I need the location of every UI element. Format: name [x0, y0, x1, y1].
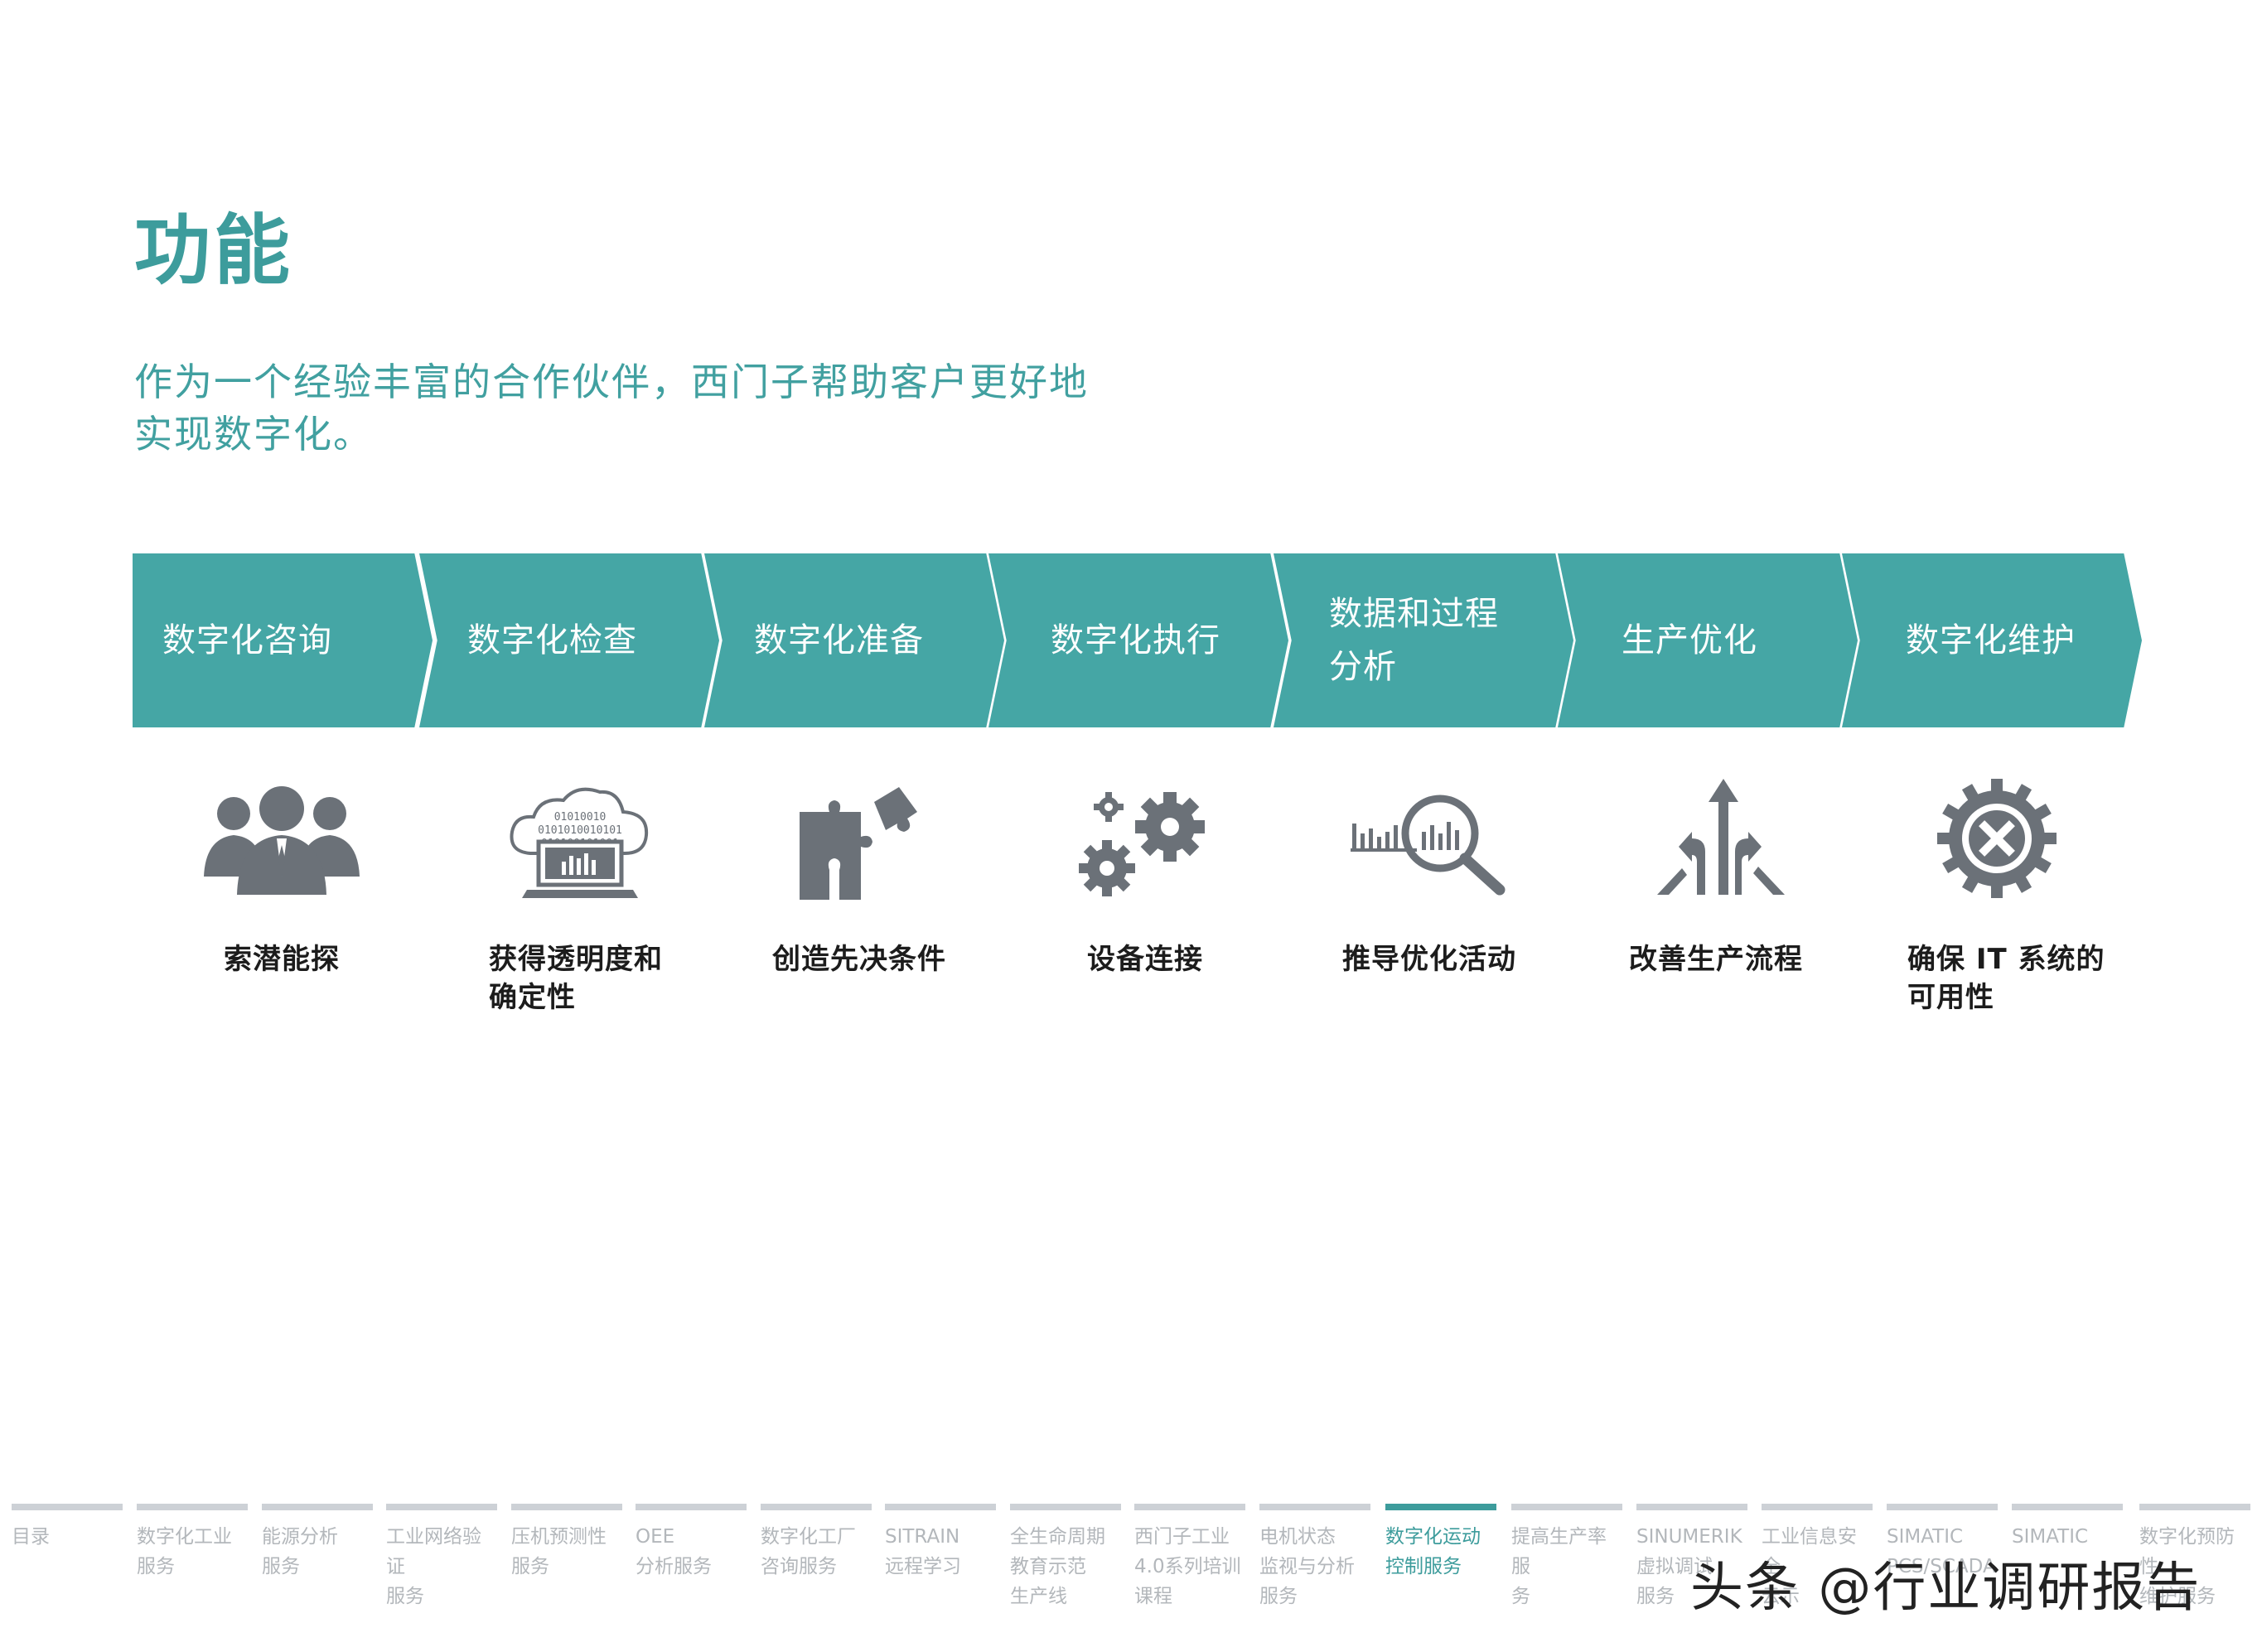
footer-nav-bar — [761, 1504, 872, 1510]
outcome-caption-line: 获得透明度和 — [489, 943, 663, 976]
subtitle-line: 实现数字化。 — [134, 412, 373, 456]
outcome-caption: 推导优化活动 — [1342, 943, 1516, 976]
process-step-label: 数字化检查 — [467, 621, 637, 659]
process-step-label-line: 数据和过程 — [1329, 595, 1499, 633]
footer-nav-label: 数字化预防性维护服务 — [2139, 1526, 2235, 1607]
arrows-up-icon — [1657, 779, 1785, 895]
outcome-caption: 设备连接 — [1087, 943, 1203, 976]
gears-icon — [1079, 792, 1205, 896]
page-title: 功能 — [134, 206, 294, 295]
footer-nav-bar — [137, 1504, 248, 1510]
footer-nav-item[interactable]: 压机预测性服务 — [511, 1504, 622, 1628]
footer-nav-bar — [511, 1504, 622, 1510]
process-step-analysis: 数据和过程 分析 — [1274, 553, 1573, 727]
subtitle-line: 作为一个经验丰富的合作伙伴，西门子帮助客户更好地 — [134, 360, 1089, 404]
footer-nav-label: SIMATIC — [2012, 1526, 2089, 1548]
svg-text:01010010: 01010010 — [554, 811, 607, 824]
footer-nav-bar — [1636, 1504, 1747, 1510]
process-step-maintenance: 数字化维护 — [1842, 553, 2142, 727]
footer-nav-bar — [1762, 1504, 1873, 1510]
process-step-consulting: 数字化咨询 — [133, 553, 433, 727]
page-subtitle: 作为一个经验丰富的合作伙伴，西门子帮助客户更好地 实现数字化。 — [134, 356, 1211, 461]
footer-nav-item[interactable]: 提高生产率服务 — [1511, 1504, 1622, 1628]
footer-nav-item[interactable]: 能源分析服务 — [262, 1504, 373, 1628]
magnifier-chart-icon — [1351, 795, 1506, 896]
footer-nav-bar — [2012, 1504, 2123, 1510]
process-step-label-line: 分析 — [1329, 648, 1397, 686]
footer-nav-item[interactable]: 工业网络验证服务 — [386, 1504, 497, 1628]
footer-nav-label: 数字化工业服务 — [137, 1526, 232, 1577]
footer-nav-label: 数字化运动控制服务 — [1385, 1526, 1481, 1577]
footer-nav-item[interactable]: 数字化预防性维护服务 — [2139, 1504, 2250, 1628]
gear-tools-icon — [1937, 779, 2057, 898]
footer-nav-item[interactable]: 目录 — [12, 1504, 123, 1628]
footer-nav-label: 能源分析服务 — [262, 1526, 338, 1577]
outcome-caption: 创造先决条件 — [772, 943, 946, 976]
footer-nav-bar — [2139, 1504, 2250, 1510]
footer-nav-label: 工业网络验证服务 — [386, 1526, 481, 1607]
footer-nav-item[interactable]: 数字化工厂咨询服务 — [761, 1504, 872, 1628]
footer-nav-bar — [1511, 1504, 1622, 1510]
footer-nav-item[interactable]: 电机状态监视与分析服务 — [1259, 1504, 1370, 1628]
outcome-caption: 改善生产流程 — [1629, 943, 1803, 976]
footer-nav-bar — [1259, 1504, 1370, 1510]
footer-nav-label: 电机状态监视与分析服务 — [1259, 1526, 1355, 1607]
footer-nav-bar — [885, 1504, 996, 1510]
people-group-icon — [204, 786, 360, 895]
footer-nav-label: 提高生产率服务 — [1511, 1526, 1607, 1607]
process-step-label: 生产优化 — [1622, 621, 1757, 659]
footer-nav-bar — [1134, 1504, 1245, 1510]
outcome-caption: 确保 IT 系统的 可用性 — [1907, 940, 2105, 1017]
footer-nav-label: 压机预测性服务 — [511, 1526, 607, 1577]
footer-nav-label: 工业信息安全云示 — [1762, 1526, 1857, 1607]
outcome-caption-line: 确保 IT 系统的 — [1907, 943, 2105, 976]
process-step-label: 数字化维护 — [1906, 621, 2076, 659]
puzzle-icon — [800, 787, 917, 900]
footer-nav-bar — [1887, 1504, 1998, 1510]
footer-nav-item[interactable]: SIMATIC — [2012, 1504, 2123, 1628]
process-step-optimization: 生产优化 — [1558, 553, 1858, 727]
outcome-caption: 获得透明度和 确定性 — [489, 940, 663, 1017]
footer-nav-label: 数字化工厂咨询服务 — [761, 1526, 856, 1577]
footer-nav-bar — [1010, 1504, 1121, 1510]
process-step-execution: 数字化执行 — [988, 553, 1288, 727]
svg-text:0101010010101: 0101010010101 — [538, 824, 622, 837]
footer-nav-bar — [12, 1504, 123, 1510]
footer-nav-item[interactable]: 全生命周期教育示范生产线 — [1010, 1504, 1121, 1628]
footer-nav-bar — [386, 1504, 497, 1510]
footer-nav-bar — [262, 1504, 373, 1510]
cloud-computer-data-icon: 01010010 0101010010101 010100101001 — [510, 787, 649, 898]
footer-nav-bar — [636, 1504, 747, 1510]
outcome-caption-line: 可用性 — [1907, 981, 1994, 1014]
footer-nav-bar — [1385, 1504, 1496, 1510]
outcome-caption-line: 确定性 — [489, 981, 576, 1014]
process-step-inspection: 数字化检查 — [419, 553, 719, 727]
watermark: 头条 @行业调研报告 — [1690, 1558, 2202, 1619]
footer-nav-item-active[interactable]: 数字化运动控制服务 — [1385, 1504, 1496, 1628]
process-step-label: 数字化咨询 — [162, 621, 332, 659]
process-step-label: 数据和过程 分析 — [1329, 587, 1499, 693]
footer-nav-label: 目录 — [12, 1526, 50, 1548]
footer-nav-label: 全生命周期教育示范生产线 — [1010, 1526, 1105, 1607]
footer-nav-item[interactable]: 工业信息安全云示 — [1762, 1504, 1873, 1628]
process-step-label: 数字化执行 — [1051, 621, 1220, 659]
process-step-label: 数字化准备 — [754, 621, 924, 659]
process-step-preparation: 数字化准备 — [704, 553, 1004, 727]
footer-nav-item[interactable]: 数字化工业服务 — [137, 1504, 248, 1628]
outcome-caption: 索潜能探 — [224, 943, 340, 976]
